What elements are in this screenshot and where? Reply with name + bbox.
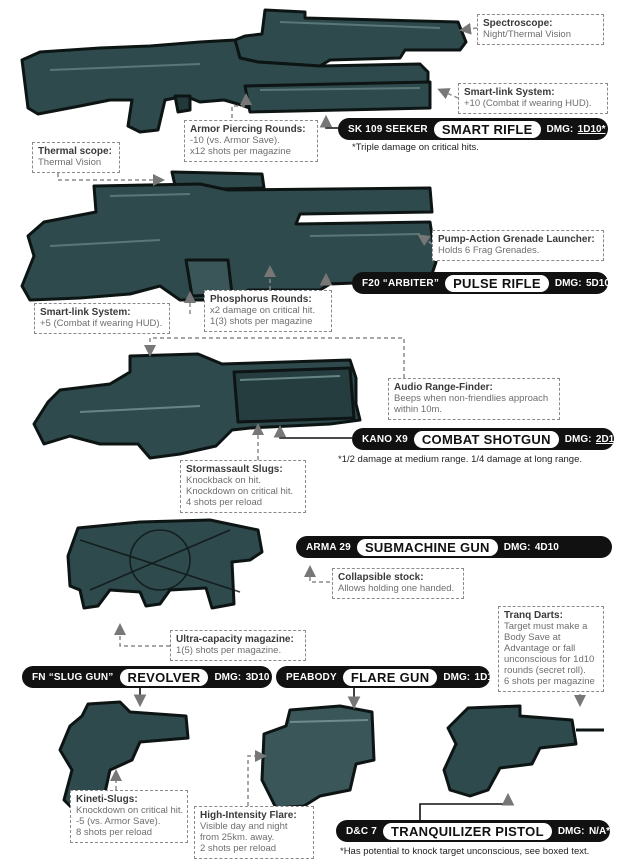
revolver-drawing <box>58 700 190 814</box>
note-ultra-capacity-magazine: Ultra-capacity magazine: 1(5) shots per … <box>170 630 306 661</box>
smart-rifle-drawing <box>20 8 468 134</box>
note-smartlink-system-2: Smart-link System: +5 (Combat if wearing… <box>34 303 170 334</box>
note-collapsible-stock: Collapsible stock: Allows holding one ha… <box>332 568 464 599</box>
footnote-combat-shotgun: *1/2 damage at medium range. 1/4 damage … <box>338 454 582 465</box>
submachine-gun-drawing <box>66 518 264 610</box>
note-thermal-scope: Thermal scope: Thermal Vision <box>32 142 120 173</box>
note-high-intensity-flare: High-Intensity Flare: Visible day and ni… <box>194 806 314 859</box>
note-kineti-slugs: Kineti-Slugs: Knockdown on critical hit.… <box>70 790 188 843</box>
weapon-bar-revolver: FN “SLUG GUN” REVOLVER DMG: 3D10 <box>22 666 272 688</box>
note-stormassault-slugs: Stormassault Slugs: Knockback on hit. Kn… <box>180 460 306 513</box>
weapon-bar-submachine-gun: ARMA 29 SUBMACHINE GUN DMG: 4D10 <box>296 536 612 558</box>
note-armor-piercing-rounds: Armor Piercing Rounds: -10 (vs. Armor Sa… <box>184 120 318 162</box>
weapon-bar-smart-rifle: SK 109 SEEKER SMART RIFLE DMG: 1D10* <box>338 118 608 140</box>
note-tranq-darts: Tranq Darts: Target must make a Body Sav… <box>498 606 604 692</box>
pulse-rifle-drawing <box>20 170 438 302</box>
tranquilizer-pistol-drawing <box>442 704 604 798</box>
weapon-bar-combat-shotgun: KANO X9 COMBAT SHOTGUN DMG: 2D10* <box>352 428 624 450</box>
note-phosphorus-rounds: Phosphorus Rounds: x2 damage on critical… <box>204 290 332 332</box>
note-audio-range-finder: Audio Range-Finder: Beeps when non-frien… <box>388 378 560 420</box>
note-smartlink-system-1: Smart-link System: +10 (Combat if wearin… <box>458 83 608 114</box>
leader-lines <box>57 22 586 806</box>
weapon-bar-tranquilizer-pistol: D&C 7 TRANQUILIZER PISTOL DMG: N/A* <box>336 820 610 842</box>
weapon-bar-pulse-rifle: F20 “ARBITER” PULSE RIFLE DMG: 5D10 <box>352 272 610 294</box>
weapon-bar-flare-gun: PEABODY FLARE GUN DMG: 1D10 <box>276 666 498 688</box>
note-spectroscope: Spectroscope: Night/Thermal Vision <box>477 14 604 45</box>
footnote-smart-rifle: *Triple damage on critical hits. <box>352 142 479 153</box>
footnote-tranquilizer-pistol: *Has potential to knock target unconscio… <box>340 846 590 857</box>
flare-gun-drawing <box>260 704 376 810</box>
note-pump-action-grenade-launcher: Pump-Action Grenade Launcher: Holds 6 Fr… <box>432 230 604 261</box>
